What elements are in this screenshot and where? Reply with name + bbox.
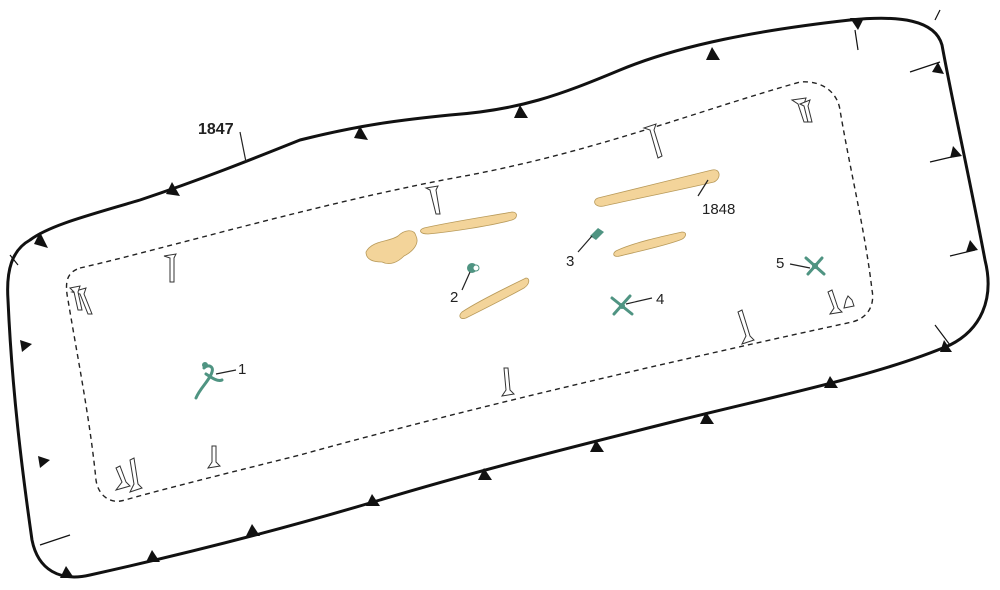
- nail: [114, 465, 131, 491]
- long-bone-4: [613, 231, 686, 257]
- find-5-cross-mount: [804, 256, 826, 276]
- find-3-label: 3: [566, 253, 574, 270]
- nail: [843, 295, 855, 309]
- nail: [70, 287, 93, 315]
- find-1-label: 1: [238, 361, 246, 378]
- find-2-bead: [467, 263, 480, 273]
- leader-lines: [215, 131, 811, 375]
- skeleton-label: 1848: [702, 201, 735, 218]
- nail: [206, 445, 222, 469]
- coffin-stain-outline: [65, 81, 874, 502]
- grave-cut-label: 1847: [198, 121, 234, 138]
- long-bone-3: [594, 169, 720, 207]
- coffin-nails: [68, 97, 855, 493]
- nail: [798, 99, 813, 123]
- nail: [163, 253, 177, 283]
- find-5-label: 5: [776, 255, 784, 272]
- find-3-pin: [590, 228, 604, 240]
- skeleton-remains: [365, 169, 720, 319]
- nail: [737, 309, 755, 345]
- nail: [827, 289, 844, 315]
- nail: [500, 367, 516, 397]
- skull-fragment: [365, 230, 418, 264]
- nail: [642, 123, 663, 159]
- hachure-ticks: [9, 9, 978, 578]
- find-2-label: 2: [450, 289, 458, 306]
- long-bone-1: [420, 211, 517, 235]
- find-1-brooch: [194, 362, 224, 400]
- find-4-label: 4: [656, 291, 664, 308]
- nail: [424, 185, 441, 215]
- nail: [129, 457, 143, 493]
- find-4-cross-mount: [610, 294, 634, 316]
- nail: [68, 285, 83, 311]
- long-bone-2: [459, 277, 530, 319]
